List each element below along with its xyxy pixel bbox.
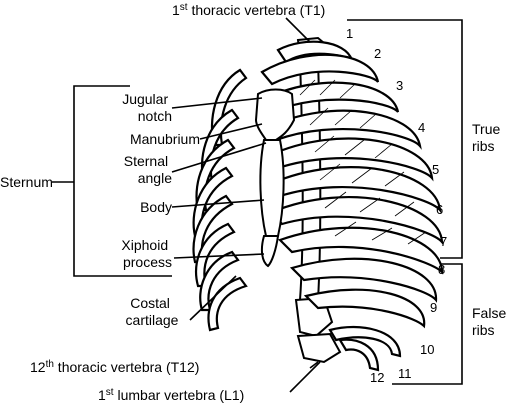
rib-number-7: 7: [440, 234, 447, 249]
sternum-bone: [254, 88, 296, 268]
rib-number-1: 1: [346, 26, 353, 41]
l1-label: 1st lumbar vertebra (L1): [98, 387, 244, 403]
rib-number-2: 2: [374, 46, 381, 61]
rib-number-8: 8: [438, 262, 445, 277]
false-ribs-label: False ribs: [472, 305, 510, 338]
t12-label: 12th thoracic vertebra (T12): [30, 359, 199, 375]
costal-cartilage-label: Costal cartilage: [126, 295, 179, 328]
false-ribs-bracket: [392, 263, 463, 385]
sternum-bracket: [52, 85, 172, 277]
leader-lines: [171, 17, 321, 393]
t1-label: 1st thoracic vertebra (T1): [172, 2, 325, 18]
rib-number-5: 5: [432, 162, 439, 177]
intercostal-hatching: [299, 79, 427, 245]
rib-number-9: 9: [430, 300, 437, 315]
jugular-notch-label: Jugular notch: [122, 91, 172, 124]
sternal-angle-label: Sternal angle: [124, 153, 172, 186]
rib-number-10: 10: [420, 342, 434, 357]
rib-number-12: 12: [370, 370, 384, 385]
rib-number-11: 11: [398, 366, 412, 381]
sternum-label: Sternum: [0, 174, 53, 190]
manubrium-label: Manubrium: [130, 131, 200, 147]
posterior-ribs: [192, 68, 248, 332]
anterior-ribs: [260, 40, 444, 372]
true-ribs-label: True ribs: [472, 121, 504, 154]
rib-number-3: 3: [396, 78, 403, 93]
rib-cage-illustration: [192, 36, 444, 372]
rib-number-4: 4: [418, 120, 425, 135]
true-ribs-bracket: [347, 19, 463, 259]
xiphoid-process-label: Xiphoid process: [121, 237, 172, 270]
rib-number-labels: 1 2 3 4 5 6 7 8 9 10 11 12: [346, 26, 447, 385]
body-label: Body: [140, 199, 172, 215]
rib-number-6: 6: [436, 202, 443, 217]
